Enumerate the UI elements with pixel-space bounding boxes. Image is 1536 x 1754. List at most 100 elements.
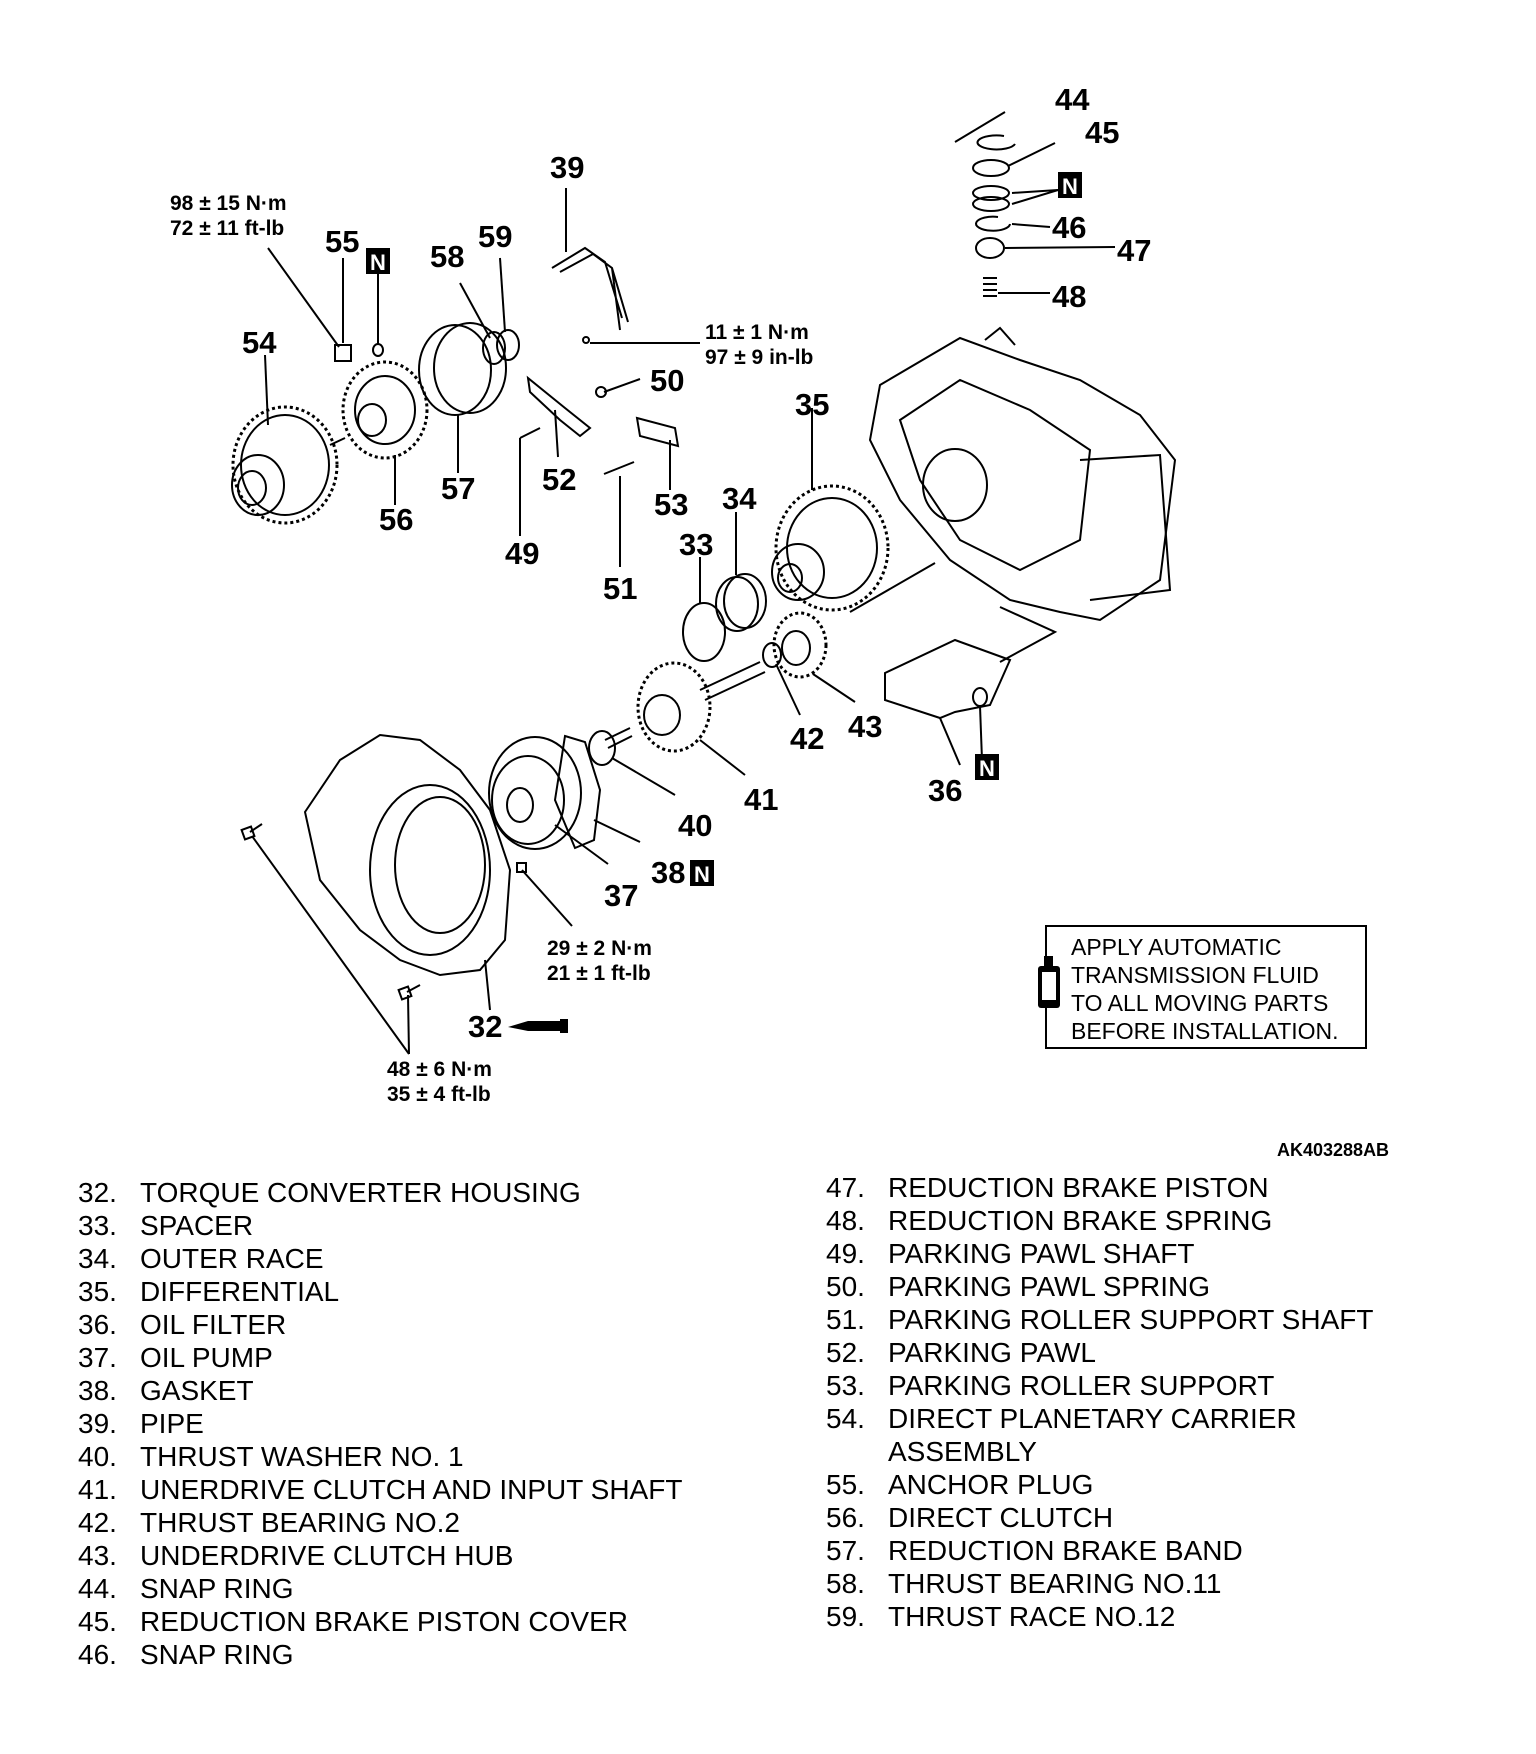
torque-32-ft: 35 ± 4 ft-lb — [387, 1083, 491, 1106]
parking-pawl-shaft-drawing — [519, 427, 541, 439]
torque-37-nm: 29 ± 2 N·m — [547, 937, 652, 960]
legend-item: 37.OIL PUMP — [78, 1341, 682, 1374]
legend-item-number: 56. — [826, 1502, 865, 1533]
legend-item-name: PARKING PAWL — [888, 1337, 1096, 1368]
legend-item-name: REDUCTION BRAKE BAND — [888, 1535, 1243, 1566]
legend-item-number: 34. — [78, 1243, 117, 1274]
callout-56: 56 — [379, 502, 413, 537]
legend-item-number: 42. — [78, 1507, 117, 1538]
legend-item: 58.THRUST BEARING NO.11 — [826, 1567, 1373, 1600]
legend-item: 53.PARKING ROLLER SUPPORT — [826, 1369, 1373, 1402]
legend-item-name: PARKING PAWL SPRING — [888, 1271, 1211, 1302]
callout-36: 36 — [928, 773, 962, 808]
callout-48: 48 — [1052, 279, 1086, 314]
legend-item: 59.THRUST RACE NO.12 — [826, 1600, 1373, 1633]
underdrive-clutch-input-shaft-drawing — [604, 661, 766, 753]
note-line-1: APPLY AUTOMATIC — [1071, 934, 1281, 960]
note-line-4: BEFORE INSTALLATION. — [1071, 1018, 1339, 1044]
torque-converter-housing-drawing — [303, 733, 512, 977]
legend-item-name: SNAP RING — [140, 1573, 294, 1604]
callout-52: 52 — [542, 462, 576, 497]
legend-item-name: GASKET — [140, 1375, 254, 1406]
legend-item: 47.REDUCTION BRAKE PISTON — [826, 1171, 1373, 1204]
legend-item: 54.DIRECT PLANETARY CARRIER — [826, 1402, 1373, 1435]
legend-item-name: PARKING PAWL SHAFT — [888, 1238, 1195, 1269]
callout-32: 32 — [468, 1009, 502, 1044]
legend-item-number — [826, 1435, 888, 1468]
callout-33: 33 — [679, 527, 713, 562]
legend-item-name: THRUST BEARING NO.11 — [888, 1568, 1222, 1599]
reduction-brake-band-drawing — [418, 322, 507, 416]
sealant-tube-icon — [508, 1019, 568, 1033]
legend-item-name: OIL FILTER — [140, 1309, 287, 1340]
outer-race-drawing — [715, 573, 767, 632]
parking-pawl-drawing — [526, 375, 592, 438]
callout-51: 51 — [603, 571, 637, 606]
pipe-drawing — [551, 246, 629, 331]
atf-bottle-icon — [1038, 956, 1060, 1008]
legend-item-number: 35. — [78, 1276, 117, 1307]
svg-text:N: N — [370, 250, 386, 275]
torque-37-ft: 21 ± 1 ft-lb — [547, 962, 651, 985]
legend-item-name: OIL PUMP — [140, 1342, 273, 1373]
legend-item: 45.REDUCTION BRAKE PISTON COVER — [78, 1605, 682, 1638]
callout-35: 35 — [795, 387, 829, 422]
callout-37: 37 — [604, 878, 638, 913]
torque-55-ft: 72 ± 11 ft-lb — [170, 217, 284, 240]
legend-item-number: 54. — [826, 1403, 865, 1434]
exploded-parts-diagram: 54 55 56 57 58 59 39 50 52 53 49 51 35 3… — [170, 82, 1389, 1160]
legend-item-number: 52. — [826, 1337, 865, 1368]
legend-item-name: PARKING ROLLER SUPPORT — [888, 1370, 1275, 1401]
legend-item-name: UNERDRIVE CLUTCH AND INPUT SHAFT — [140, 1474, 683, 1505]
figure-id: AK403288AB — [1277, 1140, 1389, 1160]
legend-item-number: 45. — [78, 1606, 117, 1637]
note-line-2: TRANSMISSION FLUID — [1071, 962, 1319, 988]
callout-45: 45 — [1085, 115, 1119, 150]
legend-item-number: 50. — [826, 1271, 865, 1302]
n-box-36: N — [975, 754, 999, 781]
legend-item-number: 59. — [826, 1601, 865, 1632]
gasket-drawing — [553, 734, 602, 850]
underdrive-clutch-hub-drawing — [772, 611, 828, 679]
legend-item: 50. PARKING PAWL SPRING — [826, 1270, 1373, 1303]
legend-item: 48. REDUCTION BRAKE SPRING — [826, 1204, 1373, 1237]
callout-47: 47 — [1117, 233, 1151, 268]
legend-item: 52. PARKING PAWL — [826, 1336, 1373, 1369]
callout-54: 54 — [242, 325, 277, 360]
differential-drawing — [771, 484, 890, 612]
legend-item-name: THRUST WASHER NO. 1 — [140, 1441, 464, 1472]
reduction-brake-stack-drawing — [972, 134, 1016, 297]
legend-item: 57. REDUCTION BRAKE BAND — [826, 1534, 1373, 1567]
torque-39-nm: 11 ± 1 N·m — [705, 321, 809, 344]
callout-57: 57 — [441, 471, 475, 506]
thrust-bearing-and-race-drawing — [482, 329, 520, 365]
svg-text:N: N — [694, 862, 710, 887]
callout-40: 40 — [678, 808, 712, 843]
legend-item: 39.PIPE — [78, 1407, 682, 1440]
legend-item-number: 38. — [78, 1375, 117, 1406]
spacer-drawing — [682, 602, 726, 662]
callout-58: 58 — [430, 239, 464, 274]
legend-item-number: 39. — [78, 1408, 117, 1439]
legend-item: ASSEMBLY — [826, 1435, 1373, 1468]
legend-item-name: REDUCTION BRAKE SPRING — [888, 1205, 1273, 1236]
legend-item: 55.ANCHOR PLUG — [826, 1468, 1373, 1501]
legend-item-number: 57. — [826, 1535, 865, 1566]
legend-item-number: 49. — [826, 1238, 865, 1269]
legend-item: 32.TORQUE CONVERTER HOUSING — [78, 1176, 682, 1209]
legend-item-number: 47. — [826, 1172, 865, 1203]
svg-text:N: N — [979, 756, 995, 781]
legend-item: 33.SPACER — [78, 1209, 682, 1242]
thrust-washer-drawing — [588, 730, 616, 766]
callout-44: 44 — [1055, 82, 1090, 117]
legend-item-number: 48. — [826, 1205, 865, 1236]
callout-55: 55 — [325, 224, 359, 259]
callout-43: 43 — [848, 709, 882, 744]
legend-item: 51.PARKING ROLLER SUPPORT SHAFT — [826, 1303, 1373, 1336]
callout-46: 46 — [1052, 210, 1086, 245]
n-box-38: N — [690, 860, 714, 887]
thrust-bearing-no2-drawing — [762, 642, 782, 668]
direct-planetary-carrier-drawing — [231, 405, 346, 525]
